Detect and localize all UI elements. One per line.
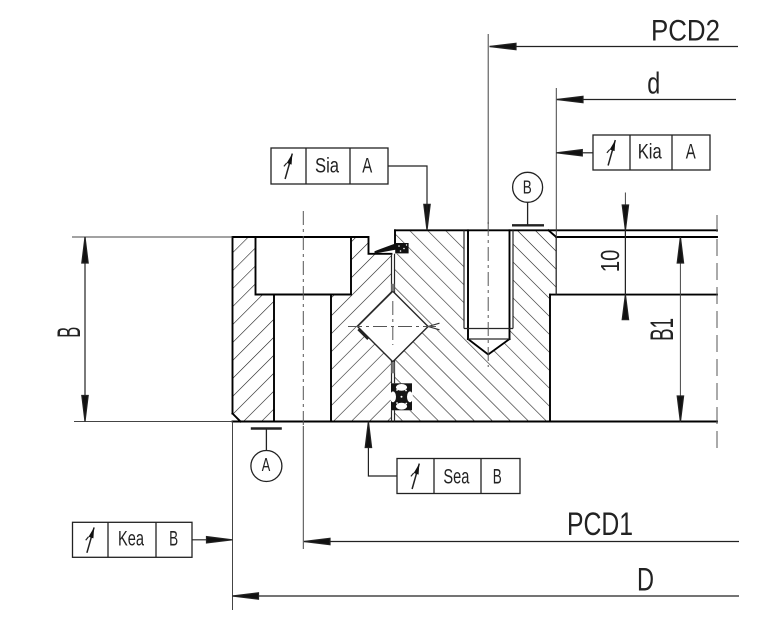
svg-text:B1: B1: [644, 318, 680, 341]
svg-text:A: A: [686, 141, 696, 164]
svg-text:Sia: Sia: [315, 154, 339, 177]
svg-text:D: D: [637, 562, 654, 598]
svg-text:10: 10: [595, 250, 625, 272]
svg-text:Sea: Sea: [443, 465, 469, 488]
svg-text:A: A: [262, 455, 271, 475]
svg-text:d: d: [647, 65, 660, 100]
svg-text:B: B: [523, 178, 532, 198]
svg-text:B: B: [169, 528, 178, 551]
svg-text:PCD1: PCD1: [567, 506, 633, 542]
svg-text:PCD2: PCD2: [651, 15, 720, 48]
svg-text:Kea: Kea: [118, 528, 144, 551]
svg-text:B: B: [493, 465, 502, 488]
svg-text:Kia: Kia: [638, 141, 662, 164]
svg-text:A: A: [362, 154, 372, 177]
svg-text:B: B: [51, 327, 87, 338]
